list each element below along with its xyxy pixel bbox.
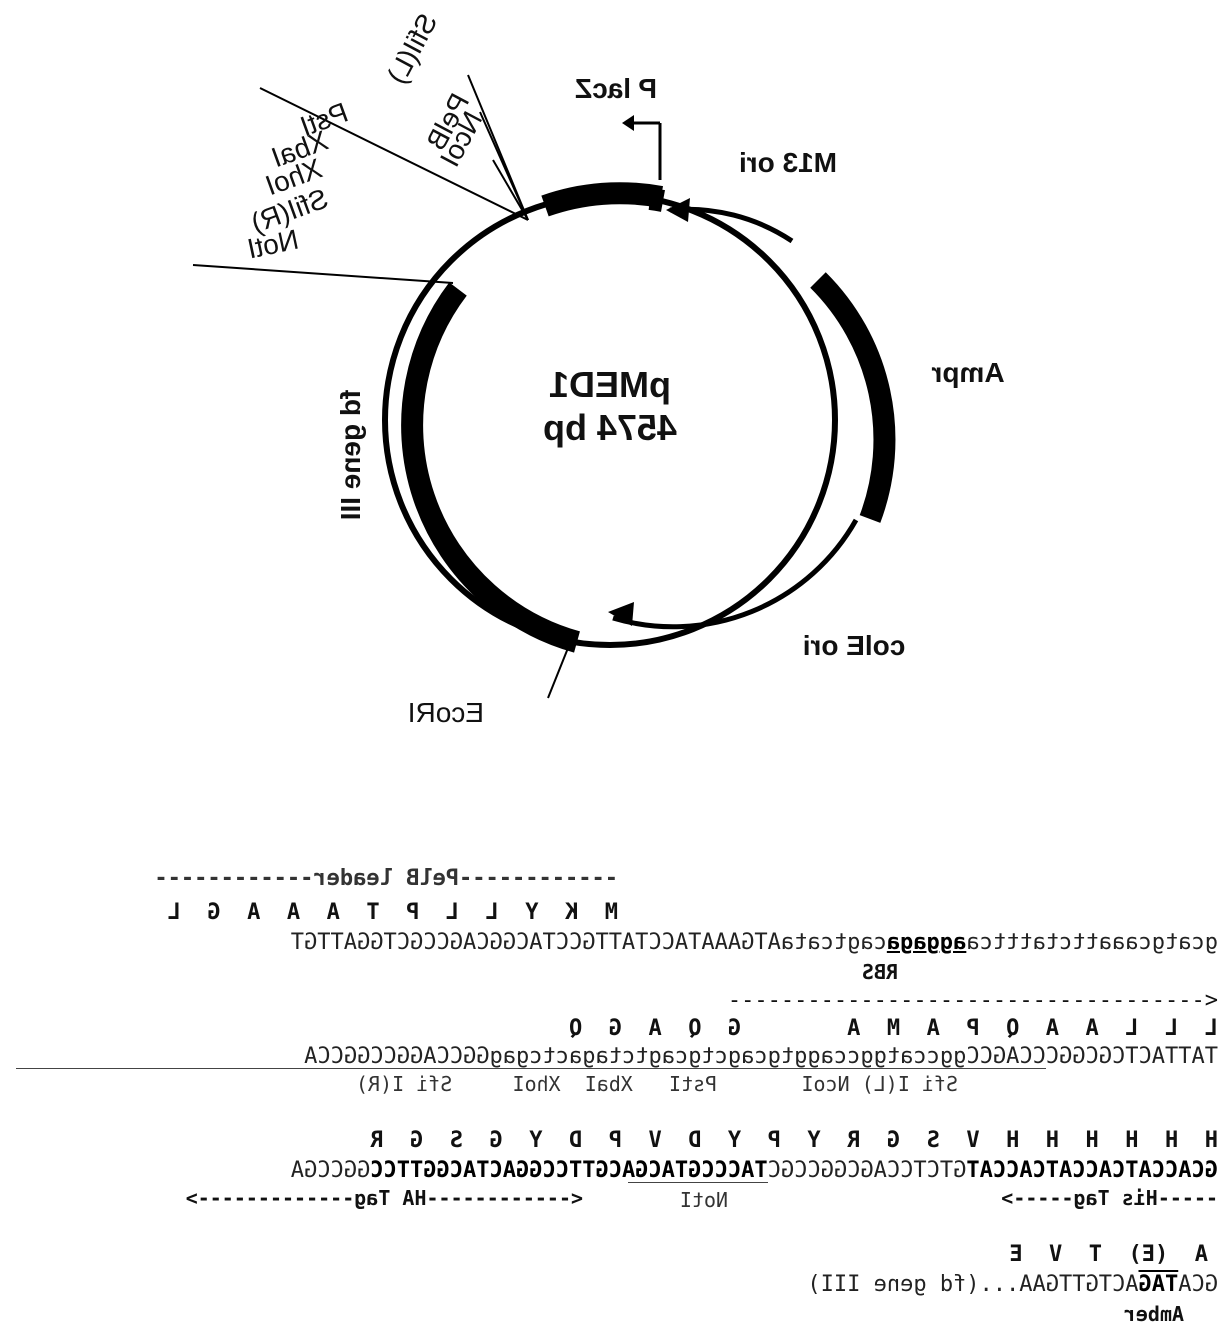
ha-tag-feature: <------------HA Tag-------------> [185, 1186, 583, 1210]
plasmid-map: pMED1 4574 bp P lacZ M13 ori Ampr colE o… [192, 8, 1005, 728]
block4-dna-post: ACTGTTGAA...(fd gene III) [807, 1272, 1139, 1297]
plasmid-size: 4574 bp [543, 407, 677, 448]
site-line-ncoi [492, 159, 529, 221]
fd-gene-label: fd gene III [335, 390, 366, 521]
cole-ori-label: colE ori [803, 630, 906, 661]
fd-gene-block [401, 282, 580, 653]
block1-dna-coding: cagtcataATGAAATACCTATTGCCTACGGCAGCCGCTGG… [290, 930, 887, 955]
sfil-l-label: SfiI(L) [381, 8, 443, 88]
amp-label: Ampr [931, 357, 1004, 388]
noti-region-dna: GTCTCCAGCGGCCGC [767, 1158, 967, 1183]
plac-label: P lacZ [575, 73, 657, 104]
his-tag-feature: -----His Tag-----> [1001, 1186, 1218, 1210]
site-line-sfil-l [467, 74, 529, 221]
plasmid-name: pMED1 [549, 364, 671, 405]
block1-dna: gcatgcaaattctatttcaaggagacagtcataATGAAAT… [291, 930, 1218, 955]
noti-rule [628, 1182, 768, 1183]
block4-protein: A (E) T V E [1009, 1242, 1208, 1267]
block2-feature: <------------------------------------ [727, 988, 1218, 1013]
block3-dna: GCACCATCACCATCACCATGTCTCCAGCGGCCGCTACCCG… [291, 1158, 1218, 1183]
site-line-noti [192, 264, 454, 284]
site-line-ecori [547, 647, 569, 699]
block2-dna: TATTACTCGCGGCCCAGCCggccatggccaggtgcagctg… [304, 1044, 1218, 1069]
ha-tag-dna: TACCCGTACGACGTTCCGGACTACGGTTCC [370, 1158, 768, 1183]
block3-dna-tail: GGCCGA [290, 1158, 371, 1183]
cole-ori-arrow [612, 518, 859, 630]
site-line-psti [259, 87, 529, 221]
block2-protein: L L L A A Q P A M A G Q A G Q [568, 1016, 1218, 1041]
block4-dna: GCATAGACTGTTGAA...(fd gene III) [807, 1272, 1218, 1297]
plac-promoter-arrowhead [622, 115, 634, 131]
block2-sites-rule [16, 1068, 1046, 1069]
m13-ori-label: M13 ori [739, 147, 837, 178]
cole-arrowhead [608, 602, 634, 626]
his-tag-dna: GCACCATCACCATCACCAT [966, 1158, 1218, 1183]
m13-arrowhead [666, 198, 690, 222]
noti-label: NotI [245, 224, 302, 265]
noti-site-label: NotI [679, 1188, 728, 1212]
block1-dna-upstream: gcatgcaaattctatttca [966, 930, 1218, 955]
pelb-leader-feature: ------------PelB leader------------ [154, 866, 618, 891]
amber-label: Amber [1123, 1302, 1184, 1326]
block3-protein: H H H H H H V S G R Y P Y D V P D Y G S … [370, 1128, 1218, 1153]
rbs-sequence: aggaga [886, 930, 967, 955]
block2-sites: Sfi I(L) NcoI PstI XbaI XhoI Sfi I(R) [355, 1072, 958, 1096]
amp-block [810, 272, 896, 523]
block1-protein: M K Y L L P T A A A G L [167, 900, 618, 925]
block4-dna-pre: GCA [1178, 1272, 1218, 1297]
ecori-label: EcoRI [408, 697, 484, 728]
pelb-insert-block [541, 182, 664, 217]
amber-codon: TAG [1138, 1272, 1179, 1297]
rbs-label: RBS [861, 960, 898, 984]
